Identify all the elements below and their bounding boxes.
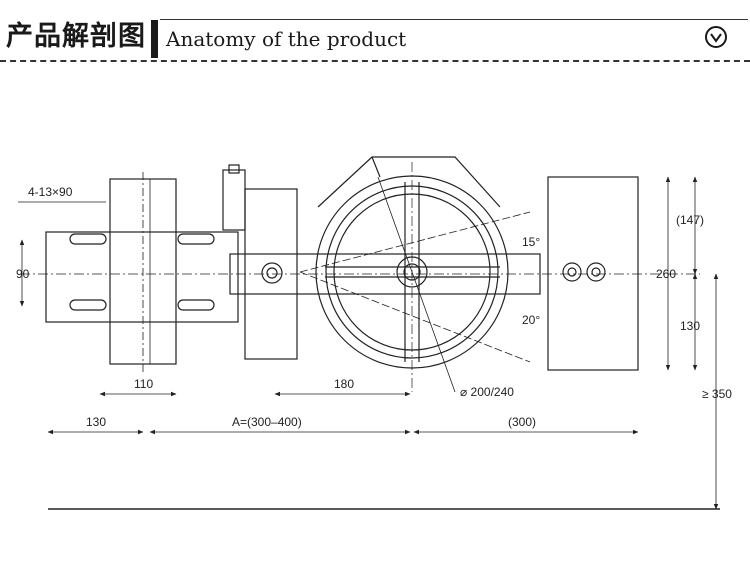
arm — [229, 253, 541, 295]
header-dashed-rule — [0, 60, 750, 62]
section-title-en: Anatomy of the product — [166, 27, 407, 51]
mount-plate — [244, 188, 298, 360]
dim-holes: 4-13×90 — [28, 185, 73, 199]
motor-box — [222, 169, 246, 231]
dim-angle-lower: 20° — [522, 313, 540, 327]
dim-clearance: ≥ 350 — [702, 387, 732, 401]
dim-left-height: 90 — [16, 267, 30, 281]
dim-base-width: 110 — [134, 377, 153, 391]
dim-span-a: A=(300–400) — [232, 415, 302, 429]
dim-left-offset: 130 — [86, 415, 106, 429]
left-hub — [261, 262, 283, 284]
title-divider-bar — [151, 20, 158, 58]
header-top-rule — [160, 19, 748, 20]
left-horizontal-plate — [45, 231, 239, 323]
technical-drawing: 4-13×90 90 110 130 A=(300–400) 180 (300)… — [16, 156, 732, 510]
dim-hub-offset: 180 — [334, 377, 354, 391]
chevron-down-circle-icon — [705, 26, 727, 48]
section-title-cn: 产品解剖图 — [6, 21, 146, 52]
dim-wheel-diameter: ⌀ 200/240 — [460, 385, 514, 399]
dim-total-height: 260 — [656, 267, 676, 281]
dim-top-height: (147) — [676, 213, 704, 227]
dim-angle-upper: 15° — [522, 235, 540, 249]
dim-right-extent: (300) — [508, 415, 536, 429]
right-housing — [547, 176, 639, 371]
section-header: 产品解剖图 Anatomy of the product — [0, 0, 750, 62]
dim-lower-height: 130 — [680, 319, 700, 333]
